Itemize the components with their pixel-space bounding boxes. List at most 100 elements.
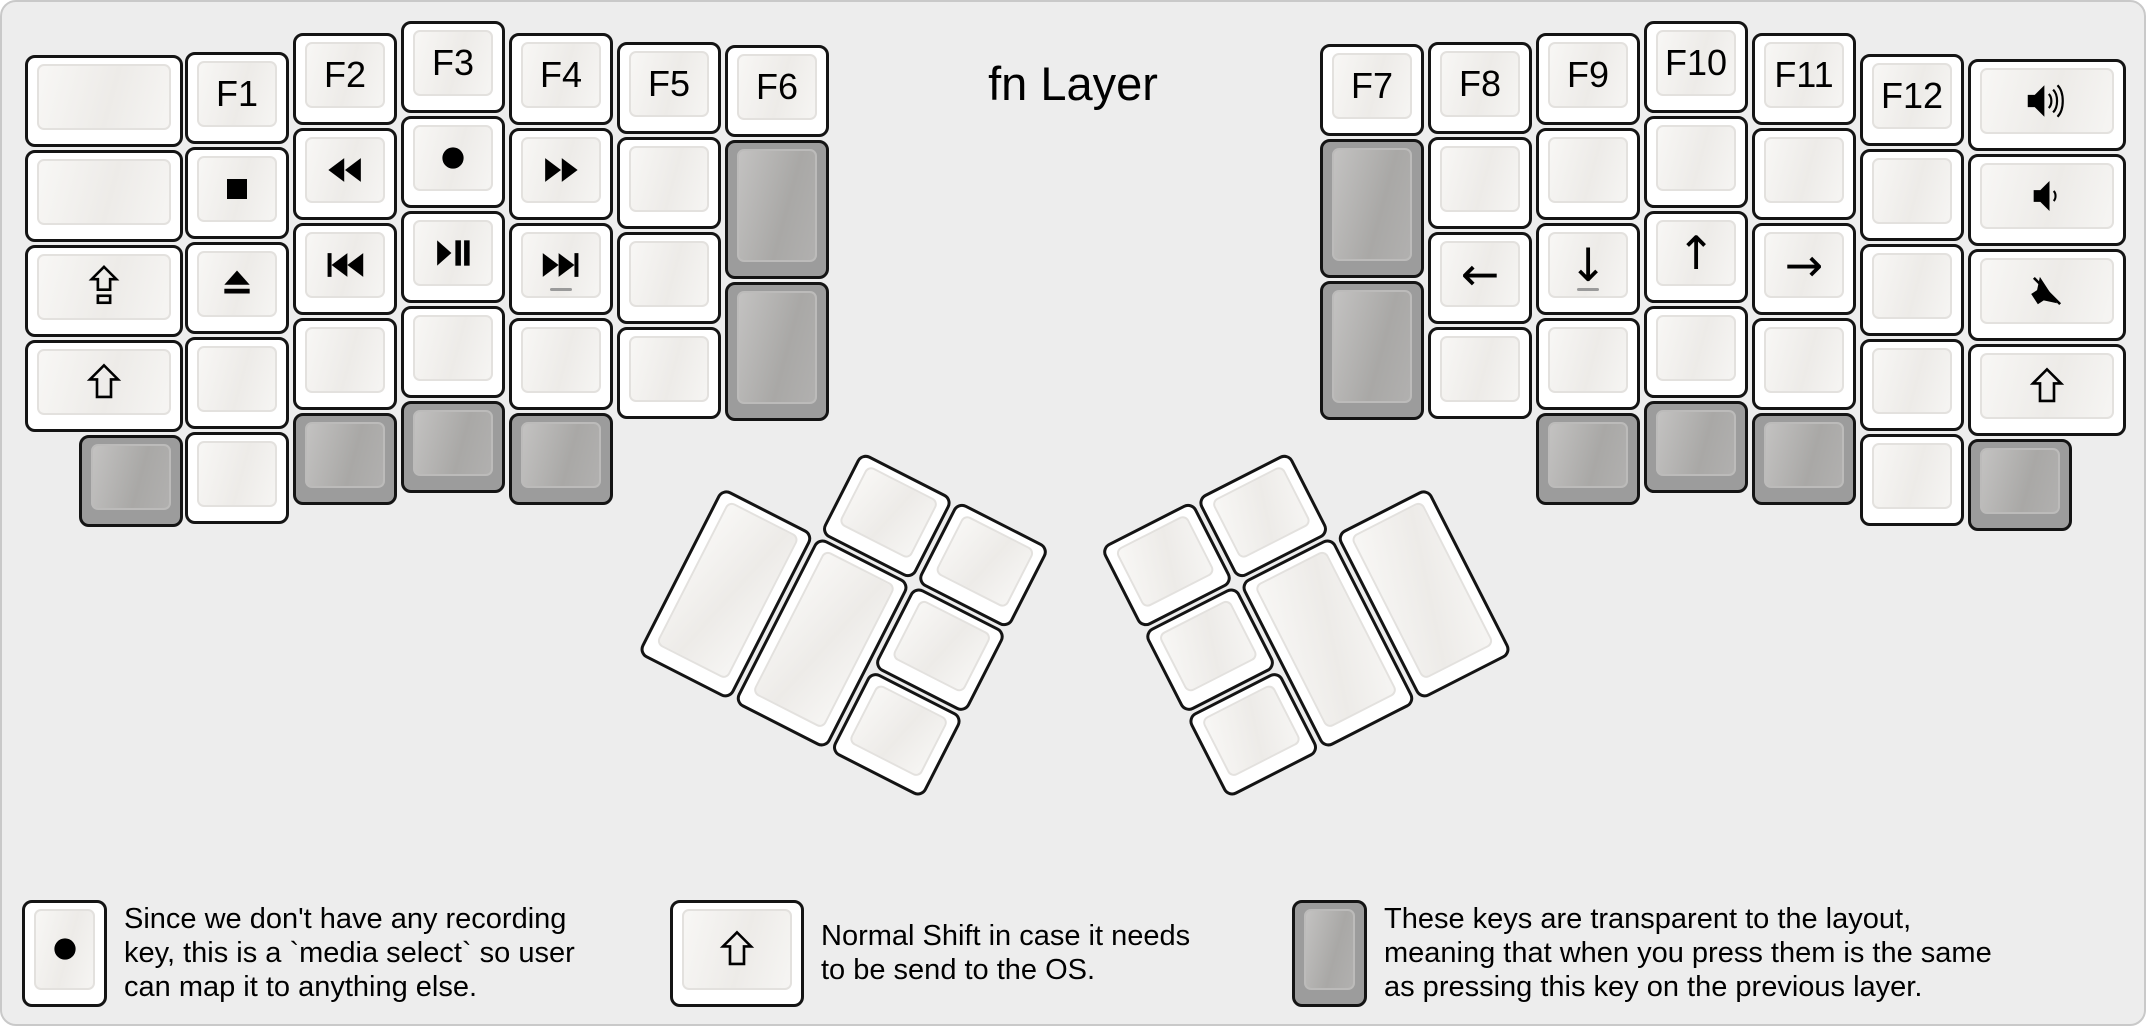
legend-line: as pressing this key on the previous lay… — [1384, 971, 1923, 1003]
key-blank[interactable] — [25, 55, 183, 147]
keycap-surface: F8 — [1440, 51, 1520, 117]
mute-icon — [2026, 270, 2068, 312]
arrow-left-icon: ← — [1460, 247, 1500, 301]
key-label: F7 — [1350, 65, 1393, 106]
keycap-surface — [197, 251, 277, 317]
keycap-surface — [305, 422, 385, 488]
keycap-surface — [1210, 464, 1312, 560]
key-transparent[interactable] — [1320, 281, 1424, 420]
key-f12[interactable]: F12 — [1860, 54, 1964, 146]
keycap-surface — [1764, 137, 1844, 203]
key-transparent[interactable] — [1320, 139, 1424, 278]
key-blank[interactable] — [617, 232, 721, 324]
key-blank[interactable] — [617, 137, 721, 229]
keycap-surface — [629, 241, 709, 307]
record-icon — [436, 141, 470, 175]
key-transparent[interactable] — [1752, 413, 1856, 505]
keycap-surface: F7 — [1332, 53, 1412, 119]
key-blank[interactable] — [25, 150, 183, 242]
keycap-surface — [1548, 422, 1628, 488]
caps-lock-icon — [83, 264, 125, 310]
shift-icon — [2026, 365, 2068, 407]
keycap-surface — [1872, 348, 1952, 414]
key-label: F4 — [539, 54, 582, 95]
key-blank[interactable] — [401, 306, 505, 398]
key-transparent[interactable] — [1536, 413, 1640, 505]
key-f10[interactable]: F10 — [1644, 21, 1748, 113]
key-eject[interactable] — [185, 242, 289, 334]
key-transparent[interactable] — [509, 413, 613, 505]
key-transparent[interactable] — [401, 401, 505, 493]
key-f3[interactable]: F3 — [401, 21, 505, 113]
key-transparent[interactable] — [725, 140, 829, 279]
key-f1[interactable]: F1 — [185, 52, 289, 144]
play-pause-icon — [432, 234, 474, 272]
key-blank[interactable] — [1860, 244, 1964, 336]
keycap-surface — [682, 908, 792, 990]
key-blank[interactable] — [1536, 318, 1640, 410]
key-fast-forward[interactable] — [509, 128, 613, 220]
key-label: F9 — [1566, 54, 1609, 95]
legend-line: meaning that when you press them is the … — [1384, 937, 1992, 969]
keycap-surface — [1440, 336, 1520, 402]
keycap-surface: F5 — [629, 51, 709, 117]
keycap-surface — [521, 422, 601, 488]
key-blank[interactable] — [185, 432, 289, 524]
key-arrow-up[interactable]: ↑ — [1644, 211, 1748, 303]
key-transparent[interactable] — [725, 282, 829, 421]
key-record[interactable] — [401, 116, 505, 208]
key-blank[interactable] — [293, 318, 397, 410]
key-blank[interactable] — [185, 337, 289, 429]
key-f4[interactable]: F4 — [509, 33, 613, 125]
key-blank[interactable] — [1860, 434, 1964, 526]
key-blank[interactable] — [1752, 128, 1856, 220]
key-f5[interactable]: F5 — [617, 42, 721, 134]
key-arrow-right[interactable]: → — [1752, 223, 1856, 315]
key-next-track[interactable] — [509, 223, 613, 315]
key-transparent[interactable] — [1968, 439, 2072, 531]
key-caps-lock[interactable] — [25, 245, 183, 337]
key-blank[interactable] — [1644, 306, 1748, 398]
key-arrow-left[interactable]: ← — [1428, 232, 1532, 324]
key-f8[interactable]: F8 — [1428, 42, 1532, 134]
key-blank[interactable] — [1644, 116, 1748, 208]
key-blank[interactable] — [1536, 128, 1640, 220]
key-f11[interactable]: F11 — [1752, 33, 1856, 125]
keycap-surface — [1872, 158, 1952, 224]
key-blank[interactable] — [509, 318, 613, 410]
key-label: F6 — [755, 66, 798, 107]
legend-item-transparent-keys: These keys are transparent to the layout… — [1292, 898, 1992, 1008]
keycap-surface — [838, 464, 940, 560]
key-blank[interactable] — [1752, 318, 1856, 410]
key-label: F1 — [215, 73, 258, 114]
key-f6[interactable]: F6 — [725, 45, 829, 137]
key-arrow-down[interactable]: ↓ — [1536, 223, 1640, 315]
key-transparent[interactable] — [293, 413, 397, 505]
key-shift[interactable] — [1968, 344, 2126, 436]
key-shift[interactable] — [25, 340, 183, 432]
key-mute[interactable] — [1968, 249, 2126, 341]
prev-track-icon — [322, 246, 368, 284]
key-prev-track[interactable] — [293, 223, 397, 315]
key-stop[interactable] — [185, 147, 289, 239]
key-play-pause[interactable] — [401, 211, 505, 303]
keycap-surface — [197, 441, 277, 507]
key-f7[interactable]: F7 — [1320, 44, 1424, 136]
key-blank[interactable] — [1428, 327, 1532, 419]
key-volume-down[interactable] — [1968, 154, 2126, 246]
keycap-surface — [1114, 513, 1216, 610]
keycap-surface: F2 — [305, 42, 385, 108]
key-f9[interactable]: F9 — [1536, 33, 1640, 125]
key-blank[interactable] — [1428, 137, 1532, 229]
key-blank[interactable] — [1860, 149, 1964, 241]
key-volume-up[interactable] — [1968, 59, 2126, 151]
key-f2[interactable]: F2 — [293, 33, 397, 125]
key-rewind[interactable] — [293, 128, 397, 220]
key-blank[interactable] — [617, 327, 721, 419]
keycap-surface: F6 — [737, 54, 817, 120]
key-transparent[interactable] — [79, 435, 183, 527]
stop-icon — [221, 173, 253, 205]
key-transparent[interactable] — [1644, 401, 1748, 493]
key-blank[interactable] — [1860, 339, 1964, 431]
